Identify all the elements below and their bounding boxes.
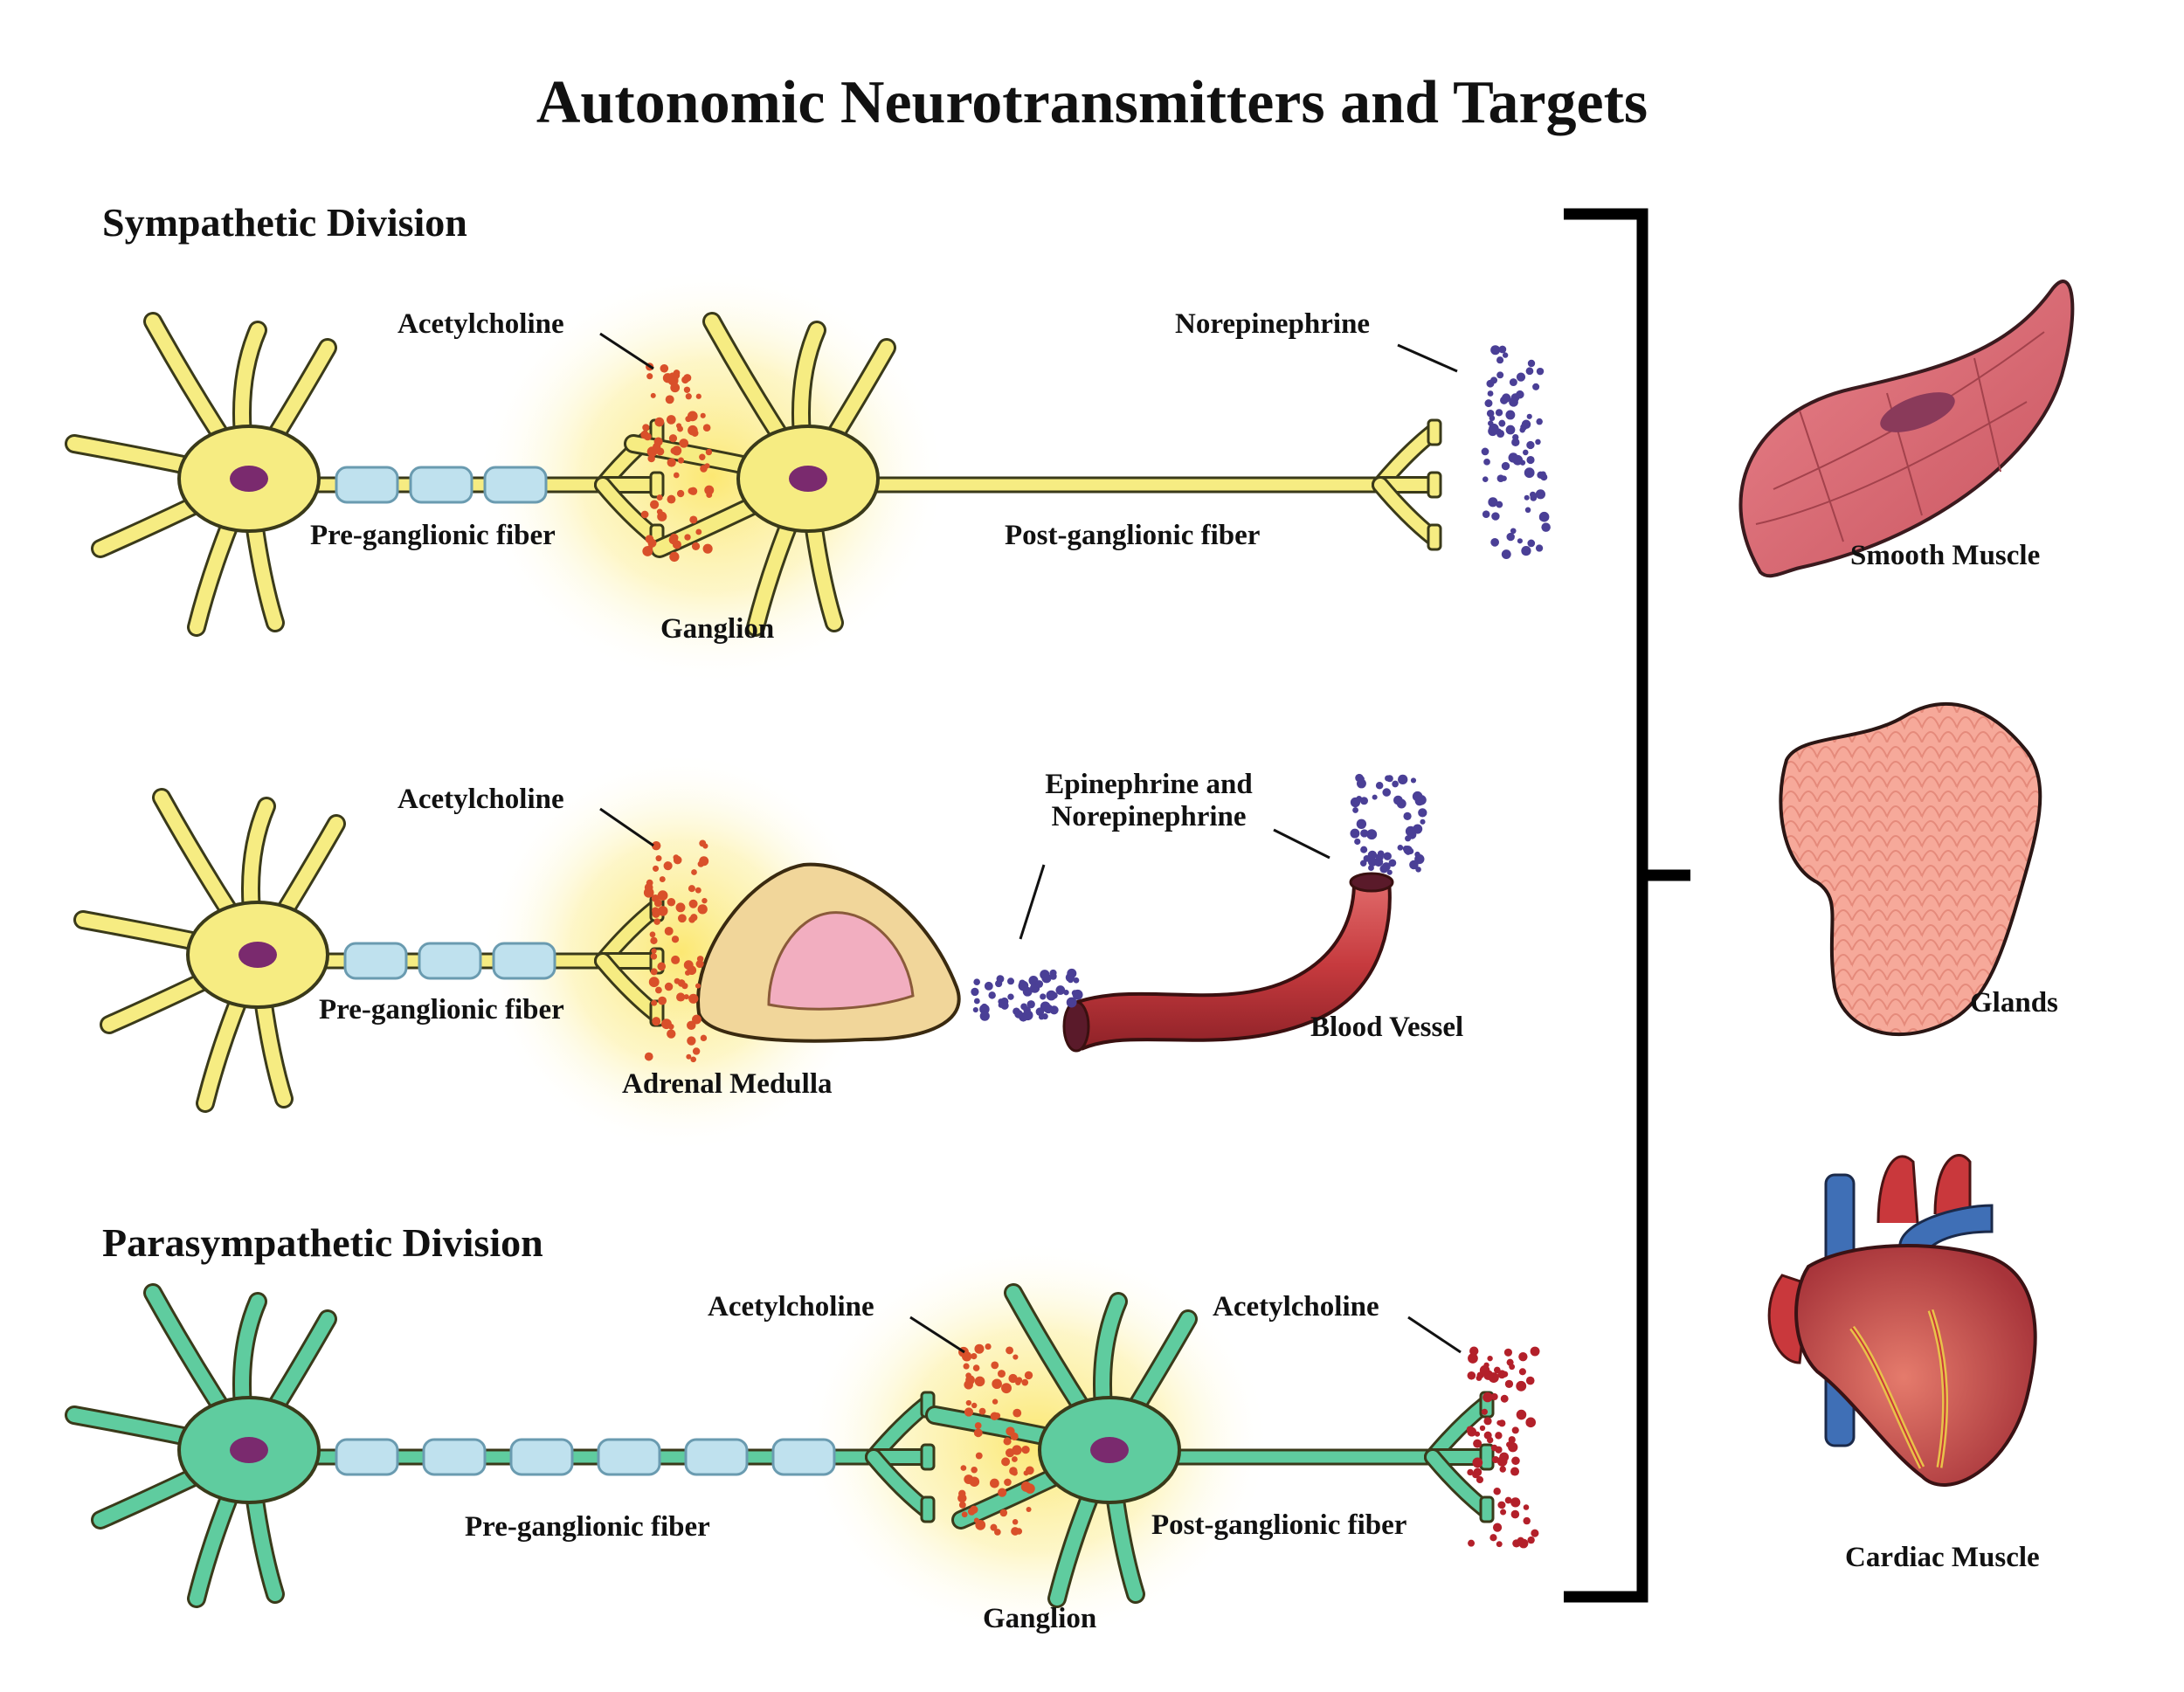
para-acetylcholine-post-pointer	[1407, 1316, 1462, 1354]
sym1-neurons	[65, 312, 1442, 637]
adrenal-glow	[480, 751, 882, 1153]
sym2-acetylcholine-pointer	[599, 807, 654, 847]
sympathetic-heading: Sympathetic Division	[102, 200, 467, 245]
sym1-ganglion-label: Ganglion	[660, 613, 775, 645]
glands-image	[1779, 702, 2042, 1036]
sym2-preganglionic-label: Pre-ganglionic fiber	[319, 994, 564, 1026]
para-preganglionic-label: Pre-ganglionic fiber	[465, 1511, 710, 1543]
para-post-acetylcholine-dots	[1466, 1346, 1540, 1549]
para-acetylcholine-dots	[957, 1343, 1035, 1536]
blood-vessel-label: Blood Vessel	[1310, 1012, 1464, 1043]
sym2-acetylcholine-label: Acetylcholine	[397, 784, 564, 815]
hormones-line-1: Epinephrine and	[1045, 769, 1253, 800]
sym2-neurons	[73, 788, 665, 1113]
sym1-preganglionic-label: Pre-ganglionic fiber	[310, 520, 556, 551]
sym1-norepinephrine-label: Norepinephrine	[1175, 308, 1371, 340]
para-neurons	[65, 1283, 1495, 1608]
sym1-acetylcholine-label: Acetylcholine	[397, 308, 564, 340]
page-title: Autonomic Neurotransmitters and Targets	[536, 69, 1648, 136]
para-ganglion-label: Ganglion	[983, 1603, 1097, 1634]
neurotransmitter-particles	[640, 345, 1551, 1549]
sym2-hormones-pointer-left	[1019, 864, 1046, 940]
sym1-acetylcholine-pointer	[599, 332, 654, 370]
para-acetylcholine-pre-pointer	[909, 1316, 965, 1354]
para-acetylcholine-post-label: Acetylcholine	[1213, 1291, 1379, 1323]
sym2-acetylcholine-dots	[643, 839, 709, 1063]
sym1-norepinephrine-dots	[1481, 345, 1551, 560]
para-acetylcholine-pre-label: Acetylcholine	[708, 1291, 874, 1323]
sym1-norepinephrine-pointer	[1397, 343, 1458, 373]
label-pointers	[599, 332, 1462, 1354]
smooth-muscle-image	[1738, 280, 2075, 578]
smooth-muscle-label: Smooth Muscle	[1850, 540, 2041, 571]
neuron-artwork	[65, 312, 1495, 1608]
parasympathetic-heading: Parasympathetic Division	[102, 1220, 543, 1265]
sym2-hormones-pointer-right	[1273, 828, 1330, 860]
blood-vessel-image	[1062, 872, 1394, 1053]
sym1-acetylcholine-dots	[640, 363, 715, 563]
targets-bracket	[1564, 208, 1690, 1603]
adrenal-gland-image	[696, 862, 961, 1043]
heart-image	[1767, 1154, 2037, 1487]
glands-label: Glands	[1970, 987, 2058, 1019]
sym2-hormone-dots-right	[1350, 773, 1427, 875]
adrenal-medulla-label: Adrenal Medulla	[622, 1068, 833, 1100]
hormones-line-2: Norepinephrine	[1051, 801, 1247, 832]
sym2-hormone-dots-left	[971, 968, 1083, 1022]
sym2-hormones-label: Epinephrine and Norepinephrine	[1018, 769, 1280, 833]
para-postganglionic-label: Post-ganglionic fiber	[1151, 1509, 1407, 1541]
sym1-postganglionic-label: Post-ganglionic fiber	[1005, 520, 1261, 551]
cardiac-muscle-label: Cardiac Muscle	[1845, 1542, 2040, 1573]
